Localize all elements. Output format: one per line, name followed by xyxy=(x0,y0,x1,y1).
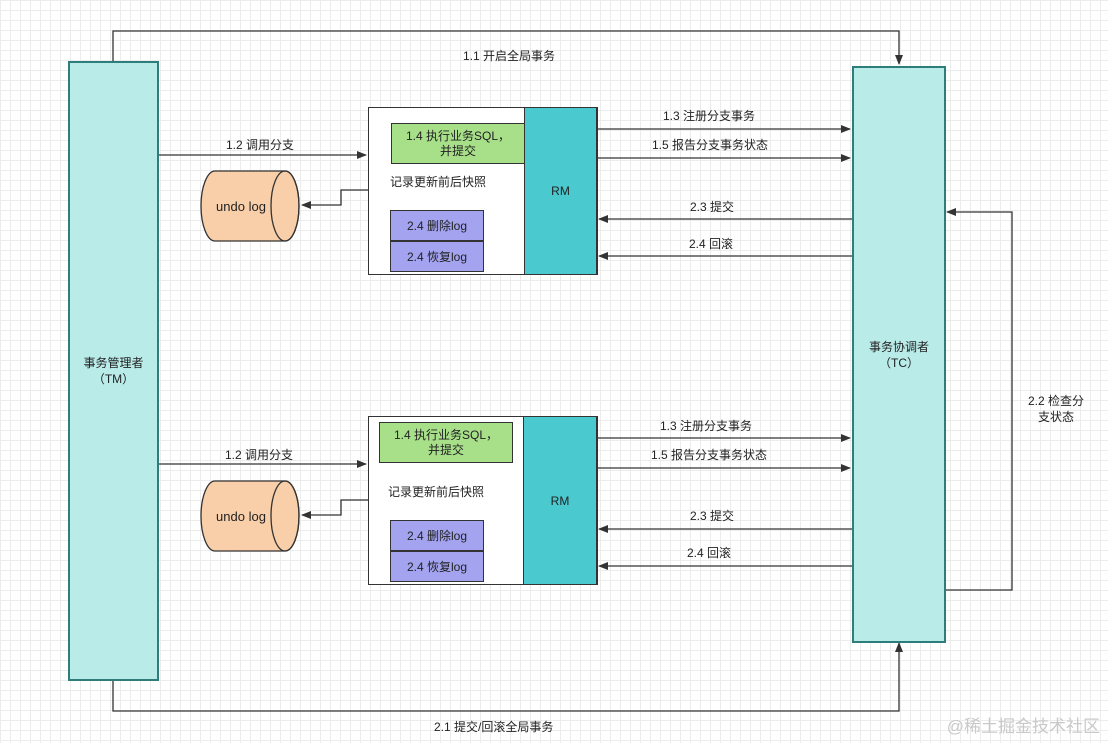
snapshot-arrow-1 xyxy=(301,189,368,209)
execute-sql-label: 1.4 执行业务SQL， 并提交 xyxy=(405,128,511,158)
undo-log-cylinder-1 xyxy=(200,170,300,242)
call-branch-label-2: 1.2 调用分支 xyxy=(225,448,294,462)
delete-log-box-1: 2.4 删除log xyxy=(390,210,484,241)
rm-label: RM xyxy=(550,493,570,508)
transaction-coordinator-label: 事务协调者 （TC） xyxy=(868,339,929,370)
report-status-label-1: 1.5 报告分支事务状态 xyxy=(652,138,769,152)
delete-log-box-2: 2.4 删除log xyxy=(390,520,484,551)
report-status-label-2: 1.5 报告分支事务状态 xyxy=(651,448,768,462)
rollback-label-1: 2.4 回滚 xyxy=(689,237,734,251)
snapshot-label-2: 记录更新前后快照 xyxy=(388,485,485,499)
watermark: @稀土掘金技术社区 xyxy=(946,717,1100,736)
call-branch-label-1: 1.2 调用分支 xyxy=(226,138,295,152)
check-status-label: 2.2 检查分 支状态 xyxy=(1027,394,1085,424)
rollback-label-2: 2.4 回滚 xyxy=(687,546,732,560)
transaction-manager-box: 事务管理者 （TM） xyxy=(68,61,159,681)
restore-log-label: 2.4 恢复log xyxy=(406,559,468,574)
restore-log-label: 2.4 恢复log xyxy=(406,249,468,264)
begin-global-tx-arrow xyxy=(112,30,903,65)
snapshot-arrow-2 xyxy=(301,499,368,519)
delete-log-label: 2.4 删除log xyxy=(406,528,468,543)
undo-log-label-1: undo log xyxy=(216,199,266,214)
commit-global-tx-label: 2.1 提交/回滚全局事务 xyxy=(434,720,554,734)
delete-log-label: 2.4 删除log xyxy=(406,218,468,233)
resource-manager-1: RM xyxy=(524,107,597,275)
commit-label-2: 2.3 提交 xyxy=(690,509,735,523)
execute-sql-label: 1.4 执行业务SQL， 并提交 xyxy=(393,427,499,457)
rm-label: RM xyxy=(551,184,570,198)
undo-log-label-2: undo log xyxy=(216,509,266,524)
restore-log-box-1: 2.4 恢复log xyxy=(390,241,484,272)
restore-log-box-2: 2.4 恢复log xyxy=(390,551,484,582)
begin-global-tx-label: 1.1 开启全局事务 xyxy=(463,49,556,63)
register-branch-label-1: 1.3 注册分支事务 xyxy=(663,109,756,123)
transaction-manager-label: 事务管理者 （TM） xyxy=(83,356,144,386)
snapshot-label-1: 记录更新前后快照 xyxy=(390,175,487,189)
undo-log-cylinder-2 xyxy=(200,480,300,552)
commit-global-tx-arrow xyxy=(112,642,903,712)
resource-manager-2: RM xyxy=(523,416,597,585)
register-branch-label-2: 1.3 注册分支事务 xyxy=(660,419,753,433)
check-status-arrow xyxy=(946,208,1013,591)
execute-sql-box-1: 1.4 执行业务SQL， 并提交 xyxy=(391,123,525,164)
commit-label-1: 2.3 提交 xyxy=(690,200,735,214)
transaction-coordinator-box: 事务协调者 （TC） xyxy=(852,66,946,643)
execute-sql-box-2: 1.4 执行业务SQL， 并提交 xyxy=(379,422,513,463)
